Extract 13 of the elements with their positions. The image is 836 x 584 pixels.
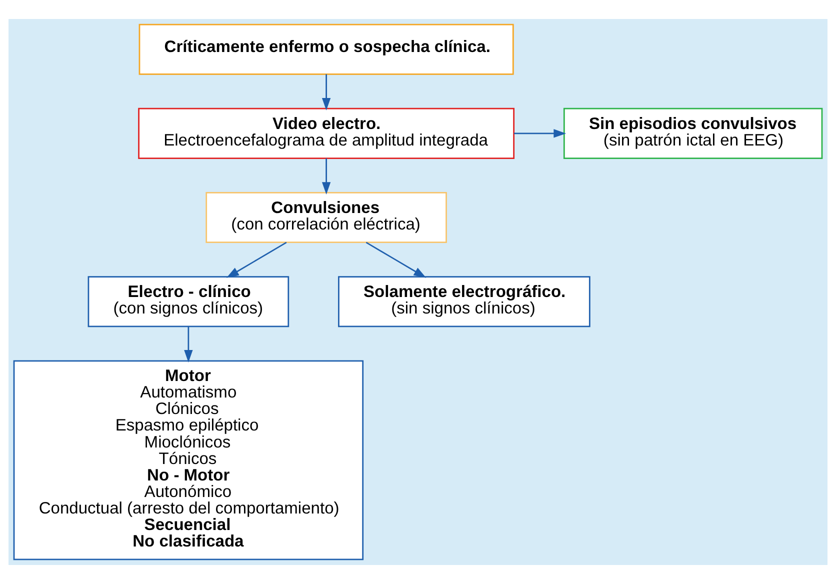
arrow bbox=[184, 326, 193, 362]
arrow bbox=[322, 74, 331, 110]
arrow bbox=[366, 242, 426, 278]
node-box: Video electro. Electroencefalograma de amplitud integrada bbox=[138, 108, 515, 159]
arrow bbox=[514, 129, 566, 138]
arrow bbox=[322, 158, 331, 194]
node-box: Motor Automatismo Clónicos Espasmo epiléptico Mioclónicos Tónicos No - Motor Autonómico Conductual (arresto del comportamiento) Secuencial No clasificada bbox=[13, 360, 364, 560]
arrow bbox=[226, 242, 287, 278]
node-box: Electro - clínico (con signos clínicos) bbox=[88, 276, 290, 328]
node-box: Críticamente enfermo o sospecha clínica. bbox=[138, 24, 514, 75]
node-box: Convulsiones (con correlación eléctrica) bbox=[206, 192, 447, 244]
node-box: Solamente electrográfico. (sin signos clínicos) bbox=[338, 276, 590, 328]
node-box: Sin episodios convulsivos (sin patrón ictal en EEG) bbox=[563, 108, 823, 159]
